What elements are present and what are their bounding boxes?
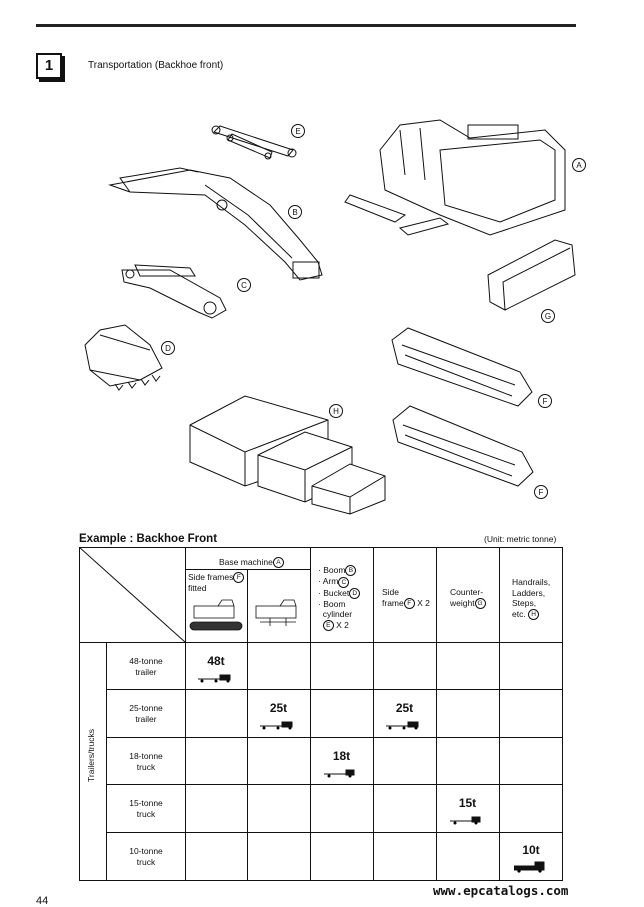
trailer-icon bbox=[386, 721, 419, 730]
arm-drawing bbox=[121, 264, 227, 319]
callout-G: G bbox=[545, 312, 551, 321]
callout-B: B bbox=[292, 208, 297, 217]
trailer-icon bbox=[260, 721, 293, 730]
transport-table bbox=[79, 547, 563, 881]
weight-25t-base: 25t bbox=[269, 701, 288, 715]
weight-48t: 48t bbox=[207, 654, 225, 668]
header-diagonal bbox=[79, 547, 186, 643]
grid-line bbox=[310, 547, 311, 881]
parts-illustration: E B C D A G F F H bbox=[84, 119, 586, 515]
machine-with-frames-icon bbox=[189, 599, 243, 631]
callout-D: D bbox=[165, 344, 171, 353]
grid-line bbox=[185, 547, 186, 881]
truck-icon bbox=[514, 861, 545, 873]
callout-F1: F bbox=[543, 397, 548, 406]
weight-10t: 10t bbox=[522, 843, 540, 857]
unit-label: (Unit: metric tonne) bbox=[484, 534, 557, 544]
boom-drawing bbox=[108, 167, 323, 281]
weight-15t: 15t bbox=[458, 796, 477, 810]
handrails-header: Handrails, Ladders, Steps, etc. H bbox=[512, 577, 551, 620]
handrails-boxes-drawing bbox=[189, 395, 386, 515]
boom-cylinder-drawing bbox=[211, 125, 297, 160]
counterweight-drawing bbox=[487, 239, 576, 311]
weight-25t-side: 25t bbox=[395, 701, 414, 715]
top-rule bbox=[36, 24, 576, 27]
section-number: 1 bbox=[36, 53, 62, 79]
grid-line bbox=[247, 569, 248, 881]
callout-E: E bbox=[295, 127, 300, 136]
callout-A: A bbox=[576, 161, 582, 170]
grid-line bbox=[106, 832, 563, 833]
page-number: 44 bbox=[36, 895, 49, 907]
truck-icon bbox=[450, 816, 481, 825]
side-frame-drawing-1 bbox=[391, 327, 533, 407]
example-title: Example : Backhoe Front bbox=[79, 533, 218, 545]
grid-line bbox=[106, 642, 107, 881]
weight-18t: 18t bbox=[332, 749, 351, 763]
callout-H: H bbox=[333, 407, 339, 416]
base-machine-drawing bbox=[344, 119, 566, 236]
grid-line bbox=[106, 689, 563, 690]
section-title: Transportation (Backhoe front) bbox=[88, 60, 224, 71]
side-frame-drawing-2 bbox=[392, 405, 534, 487]
grid-line bbox=[106, 784, 563, 785]
callout-F2: F bbox=[539, 488, 544, 497]
watermark: www.epcatalogs.com bbox=[433, 883, 569, 898]
truck-icon bbox=[324, 769, 355, 778]
grid-line bbox=[499, 547, 500, 881]
grid-line bbox=[79, 642, 563, 643]
bucket-drawing bbox=[84, 324, 163, 391]
grid-line bbox=[106, 737, 563, 738]
callout-C: C bbox=[241, 281, 247, 290]
machine-without-frames-icon bbox=[255, 599, 297, 626]
trailers-trucks-label: Trailers/trucks bbox=[86, 728, 96, 782]
grid-line bbox=[436, 547, 437, 881]
trailer-icon bbox=[198, 674, 231, 683]
grid-line bbox=[373, 547, 374, 881]
